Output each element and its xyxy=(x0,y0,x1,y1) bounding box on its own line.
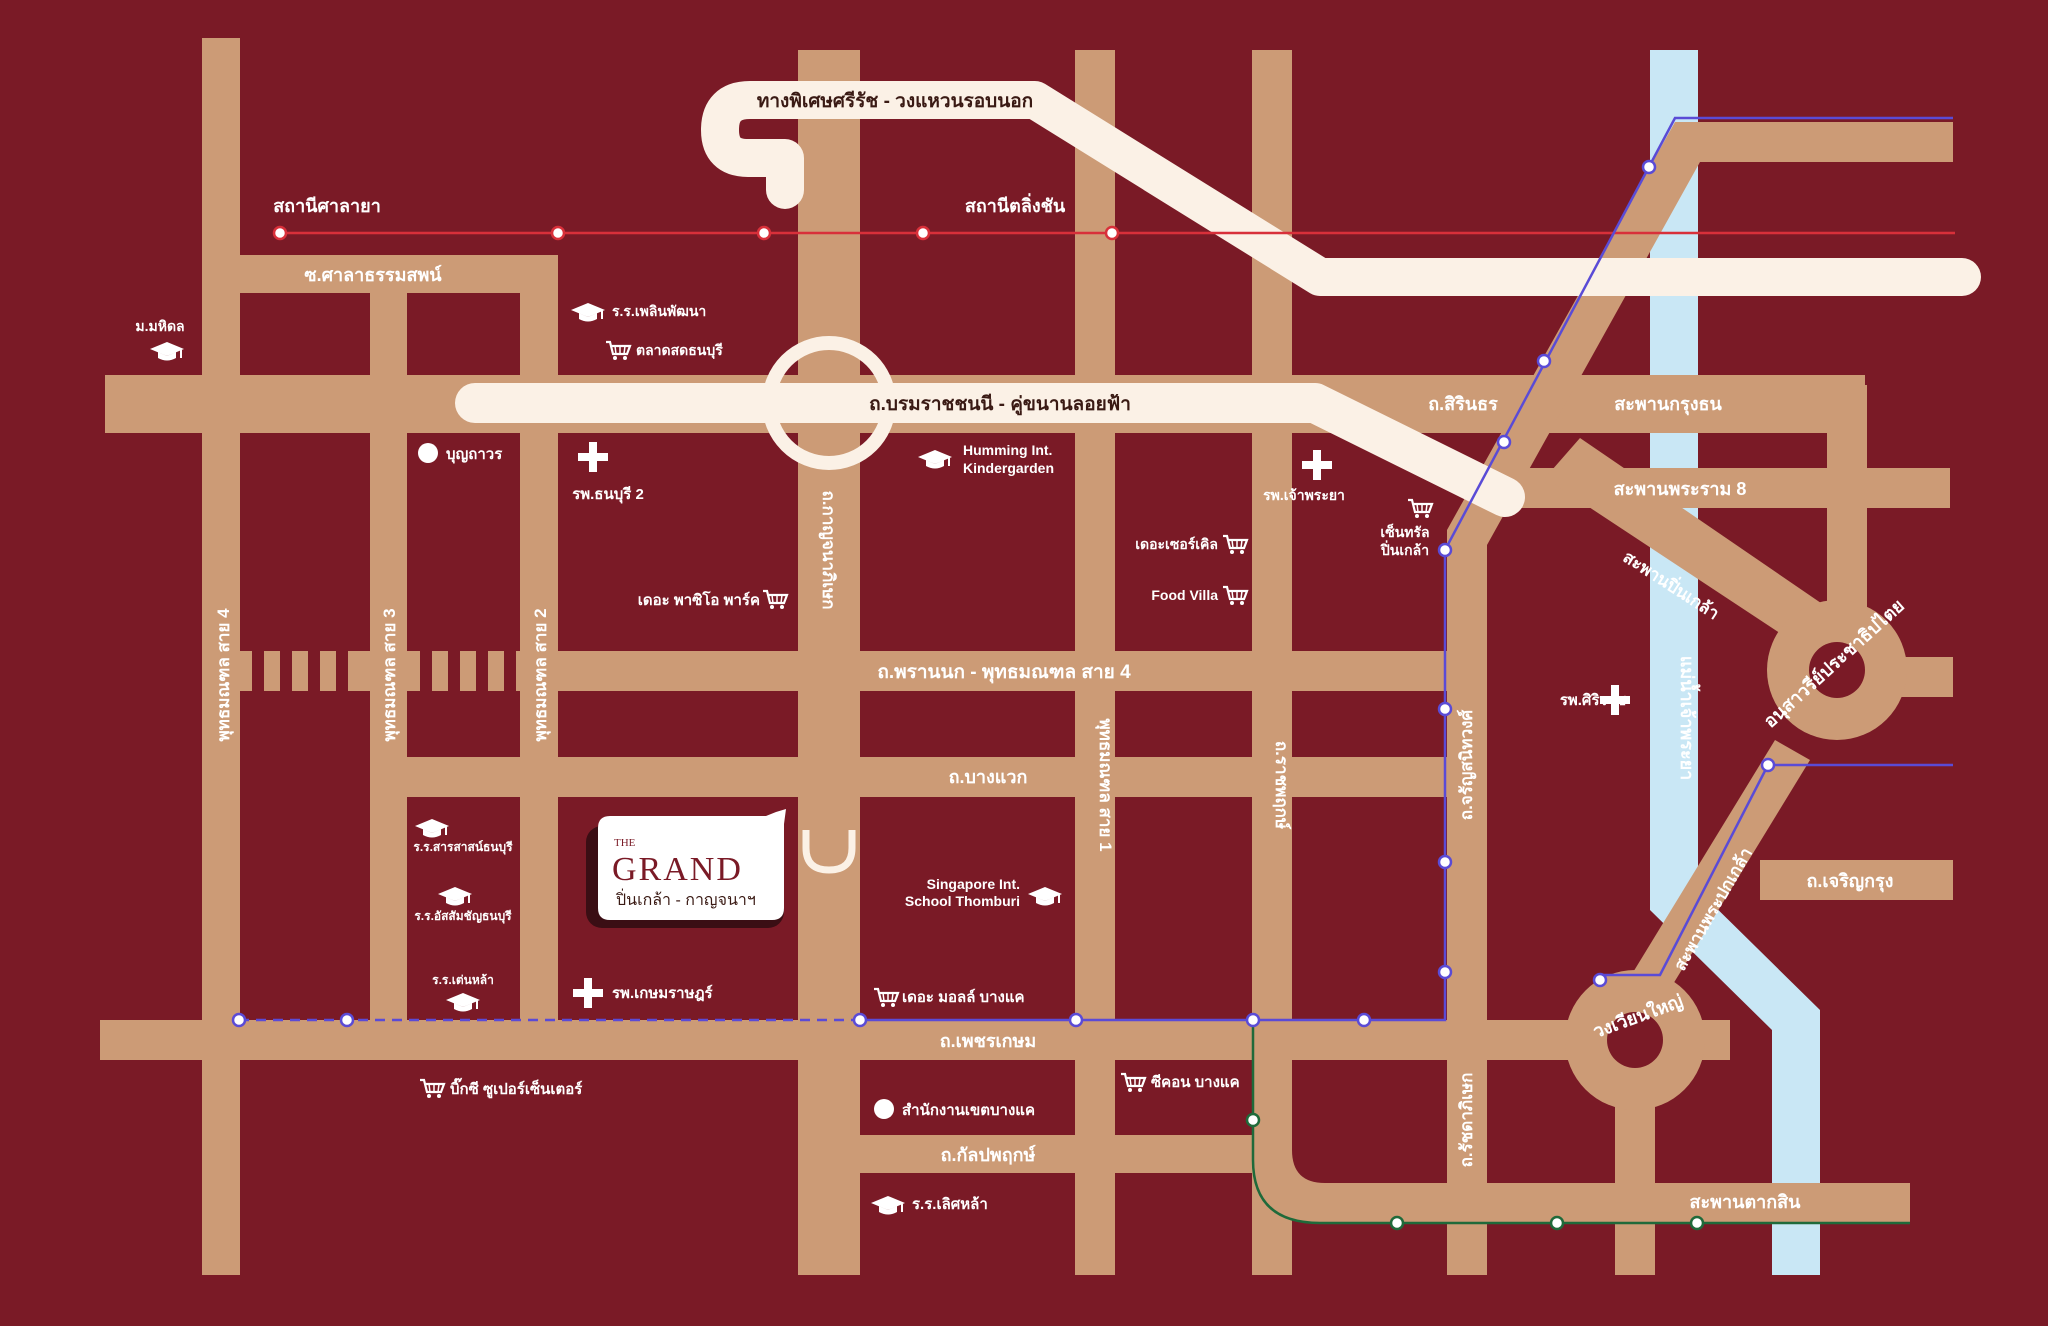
svg-text:เดอะเซอร์เคิล: เดอะเซอร์เคิล xyxy=(1135,536,1218,552)
circle-marker-icon xyxy=(418,443,438,463)
crossing-stripes xyxy=(252,651,516,691)
label-sirindhorn: ถ.สิรินธร xyxy=(1428,394,1498,414)
poi-talat-sot-thonburi: ตลาดสดธนบุรี xyxy=(604,340,723,362)
chao-phraya-river xyxy=(1650,50,1820,1275)
green-line-bts xyxy=(1251,1020,1910,1225)
poi-big-c: บิ๊กซี ซูเปอร์เซ็นเตอร์ xyxy=(418,1077,583,1100)
poi-humming-kindergarden: Humming Int. Kindergarden xyxy=(917,442,1054,476)
road-taksin-curve xyxy=(1252,1060,1910,1223)
label-rama8-bridge: สะพานพระราม 8 xyxy=(1614,479,1747,499)
svg-text:Food Villa: Food Villa xyxy=(1151,587,1218,603)
poi-the-paseo-park: เดอะ พาซิโอ พาร์ค xyxy=(638,589,789,611)
label-chao-phraya-river: แม่น้ำเจ้าพระยา xyxy=(1677,656,1701,781)
label-ratchadaphisek: ถ.รัชดาภิเษก xyxy=(1457,1073,1476,1168)
label-bang-waek: ถ.บางแวก xyxy=(949,767,1028,787)
label-kanchanaphisek: ถ.กาญจนาภิเษก xyxy=(818,491,838,610)
green-line-stations xyxy=(1245,1112,1705,1231)
svg-text:รพ.ศิริราช: รพ.ศิริราช xyxy=(1560,691,1626,709)
poi-mahidol: ม.มหิดล xyxy=(135,318,185,362)
road-charoen-krung xyxy=(1760,860,1953,900)
poi-bunthawon: บุญถาวร xyxy=(418,443,503,464)
svg-text:ปิ่นเกล้า: ปิ่นเกล้า xyxy=(1379,540,1429,558)
wongwian-yai-center xyxy=(1607,1012,1663,1068)
svg-text:ร.ร.สารสาสน์ธนบุรี: ร.ร.สารสาสน์ธนบุรี xyxy=(413,840,513,855)
purple-line-mrt xyxy=(1600,763,1953,977)
label-phutthamonthon-4: พุทธมณฑล สาย 4 xyxy=(214,608,234,742)
label-taksin-bridge: สะพานตากสิน xyxy=(1690,1192,1802,1212)
svg-text:รพ.ธนบุรี 2: รพ.ธนบุรี 2 xyxy=(572,486,644,504)
road-bang-waek xyxy=(370,757,1447,797)
label-phutthamonthon-1: พุทธมณฑล สาย 1 xyxy=(1095,718,1115,851)
elevated-parallel-road xyxy=(455,383,1525,517)
blue-line-stations xyxy=(231,159,1776,1028)
svg-text:ร.ร.เพลินพัฒนา: ร.ร.เพลินพัฒนา xyxy=(612,303,706,319)
poi-plernpattana: ร.ร.เพลินพัฒนา xyxy=(570,302,706,323)
label-krung-thon-bridge: สะพานกรุงธน xyxy=(1614,394,1722,416)
label-expressway: ทางพิเศษศรีรัช - วงแหวนรอบนอก xyxy=(757,90,1033,112)
poi-the-mall-bangkae: เดอะ มอลล์ บางแค xyxy=(872,987,1025,1009)
democracy-monument-center xyxy=(1809,642,1865,698)
label-phran-nok: ถ.พรานนก - พุทธมณฑล สาย 4 xyxy=(877,662,1131,684)
project-name: GRAND xyxy=(612,851,743,888)
svg-text:เดอะ พาซิโอ พาร์ค: เดอะ พาซิโอ พาร์ค xyxy=(638,590,760,609)
poi-siriraj-hospital: รพ.ศิริราช xyxy=(1560,685,1630,715)
poi-central-pinklao: เซ็นทรัล ปิ่นเกล้า xyxy=(1379,498,1434,558)
label-salaya-station: สถานีศาลายา xyxy=(273,196,381,216)
svg-text:บุญถาวร: บุญถาวร xyxy=(446,446,503,464)
poi-sarasas-school: ร.ร.สารสาสน์ธนบุรี xyxy=(413,818,513,855)
poi-tenla-school: ร.ร.เต่นหล้า xyxy=(432,973,494,1013)
red-line-stations xyxy=(272,225,1120,241)
svg-text:ตลาดสดธนบุรี: ตลาดสดธนบุรี xyxy=(636,342,723,359)
road-phran-nok xyxy=(240,651,1450,691)
road-phutthamonthon-4 xyxy=(202,38,240,1275)
circle-marker-icon xyxy=(874,1099,894,1119)
svg-text:ม.มหิดล: ม.มหิดล xyxy=(135,318,184,334)
svg-text:เซ็นทรัล: เซ็นทรัล xyxy=(1380,523,1429,540)
svg-text:สำนักงานเขตบางแค: สำนักงานเขตบางแค xyxy=(902,1102,1035,1119)
label-charansanitwong: ถ.จรัญสนิทวงศ์ xyxy=(1456,709,1477,821)
label-charoen-krung: ถ.เจริญกรุง xyxy=(1807,871,1894,893)
label-phetkasem: ถ.เพชรเกษม xyxy=(940,1031,1037,1051)
svg-text:ร.ร.อัสสัมชัญธนบุรี: ร.ร.อัสสัมชัญธนบุรี xyxy=(414,909,512,924)
label-phutthamonthon-3: พุทธมณฑล สาย 3 xyxy=(380,608,400,741)
svg-text:Singapore Int.: Singapore Int. xyxy=(927,876,1020,892)
label-soi-sala-thammasop: ซ.ศาลาธรรมสพน์ xyxy=(304,264,442,285)
poi-thonburi2-hospital: รพ.ธนบุรี 2 xyxy=(572,442,644,504)
road-soi-sala-thammasop xyxy=(202,255,558,293)
svg-text:บิ๊กซี ซูเปอร์เซ็นเตอร์: บิ๊กซี ซูเปอร์เซ็นเตอร์ xyxy=(450,1077,583,1099)
road-kanlapaphruek xyxy=(858,1135,1258,1173)
poi-the-circle: เดอะเซอร์เคิล xyxy=(1135,534,1249,556)
label-phutthamonthon-2: พุทธมณฑล สาย 2 xyxy=(531,608,551,741)
svg-text:รพ.เจ้าพระยา: รพ.เจ้าพระยา xyxy=(1263,487,1345,503)
road-network xyxy=(100,38,1953,1275)
poi-chaophraya-hospital: รพ.เจ้าพระยา xyxy=(1263,450,1345,503)
poi-assumption-school: ร.ร.อัสสัมชัญธนบุรี xyxy=(414,886,512,924)
svg-text:รพ.เกษมราษฎร์: รพ.เกษมราษฎร์ xyxy=(612,984,714,1002)
poi-kasemrad-hospital: รพ.เกษมราษฎร์ xyxy=(573,978,714,1008)
poi-singapore-school: Singapore Int. School Thomburi xyxy=(905,876,1063,909)
svg-text:ร.ร.เต่นหล้า: ร.ร.เต่นหล้า xyxy=(432,973,494,987)
label-borommaratchachonnani: ถ.บรมราชชนนี - คู่ขนานลอยฟ้า xyxy=(869,393,1131,416)
poi-food-villa: Food Villa xyxy=(1151,585,1249,607)
u-turn-marker xyxy=(802,830,856,874)
svg-text:ร.ร.เลิศหล้า: ร.ร.เลิศหล้า xyxy=(912,1195,988,1213)
label-kanlapaphruek: ถ.กัลปพฤกษ์ xyxy=(941,1144,1036,1165)
svg-text:เดอะ มอลล์ บางแค: เดอะ มอลล์ บางแค xyxy=(902,988,1025,1006)
project-the: THE xyxy=(614,837,636,849)
project-subtitle: ปิ่นเกล้า - กาญจนาฯ xyxy=(616,888,756,909)
expressway-outer-ring xyxy=(701,81,1981,296)
svg-text:Kindergarden: Kindergarden xyxy=(963,460,1054,476)
poi-lertlah-school: ร.ร.เลิศหล้า xyxy=(870,1195,988,1216)
svg-text:Humming Int.: Humming Int. xyxy=(963,442,1052,458)
road-phra-pokklao-bridge xyxy=(1610,740,1810,1030)
svg-text:School Thomburi: School Thomburi xyxy=(905,893,1020,909)
poi-seacon-bangkae: ซีคอน บางแค xyxy=(1119,1072,1240,1094)
label-ratchaphruek: ถ.ราชพฤกษ์ xyxy=(1272,741,1292,830)
project-callout: THE GRAND ปิ่นเกล้า - กาญจนาฯ xyxy=(586,809,786,928)
label-taling-chan-station: สถานีตลิ่งชัน xyxy=(965,193,1066,216)
svg-text:ซีคอน บางแค: ซีคอน บางแค xyxy=(1151,1074,1240,1091)
kanchanaphisek-interchange xyxy=(762,336,896,470)
poi-bangkae-district-office: สำนักงานเขตบางแค xyxy=(874,1099,1035,1119)
